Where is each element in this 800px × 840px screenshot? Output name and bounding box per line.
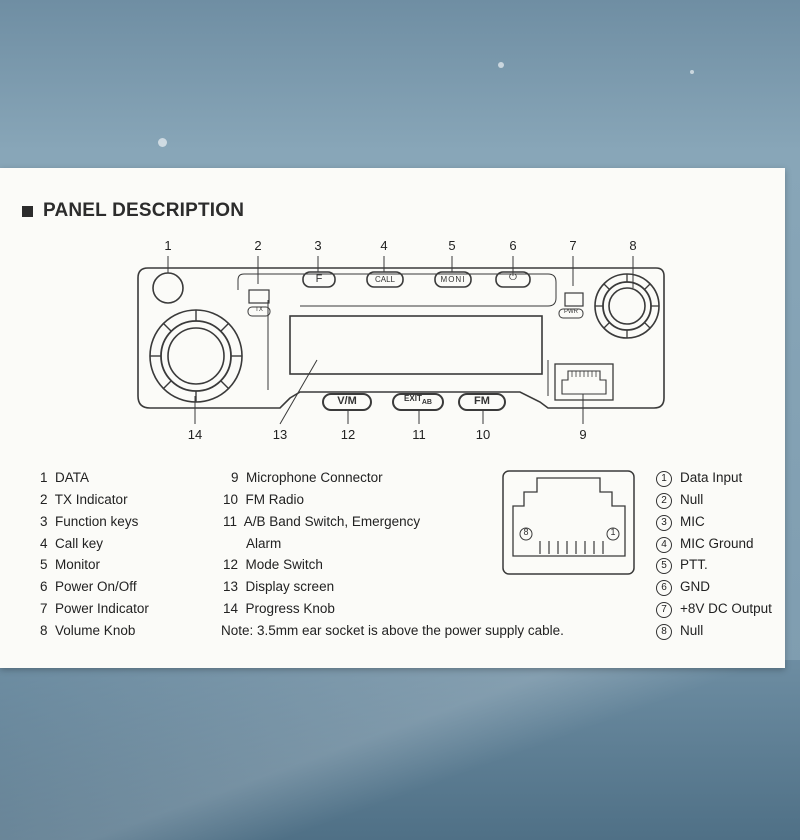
callout-3: 3 [314, 238, 322, 253]
callout-4: 4 [380, 238, 388, 253]
legend-item: 3 Function keys [40, 514, 139, 529]
callout-1: 1 [164, 238, 172, 253]
legend-item: 5 Monitor [40, 557, 101, 572]
legend-item: 4 Call key [40, 536, 104, 551]
background-sparkle [690, 70, 694, 74]
page-title: PANEL DESCRIPTION [22, 200, 244, 222]
legend-item: 6 Power On/Off [40, 579, 137, 594]
vm-button: V/M [337, 395, 357, 407]
callout-2: 2 [254, 238, 262, 253]
pin-8-marker: 8 [523, 527, 529, 537]
callout-6: 6 [509, 238, 517, 253]
moni-button: MONI [440, 275, 466, 284]
f-button: F [315, 273, 323, 285]
legend-item: 13 Display screen [223, 579, 335, 594]
callout-12: 12 [340, 427, 356, 442]
bullet-square-icon [22, 205, 33, 217]
legend-item: 9 Microphone Connector [231, 470, 383, 485]
tx-indicator-label: TX [255, 307, 263, 313]
page-title-text: PANEL DESCRIPTION [43, 200, 245, 221]
power-button: ⏻ [509, 272, 517, 283]
legend-item: 12 Mode Switch [223, 557, 323, 572]
exit-ab-button: EXITAB [393, 394, 443, 406]
legend-item: 1 DATA [40, 470, 90, 485]
legend-item-continued: Alarm [246, 536, 282, 551]
pin-legend-item: 7+8V DC Output [656, 601, 772, 618]
callout-5: 5 [448, 238, 456, 253]
fm-button: FM [474, 395, 490, 407]
legend-item: 14 Progress Knob [223, 601, 335, 616]
background-sparkle [498, 62, 504, 68]
callout-11: 11 [412, 427, 426, 442]
legend-item: 10 FM Radio [223, 492, 305, 507]
pwr-indicator-label: PWR [564, 309, 578, 315]
legend-item: 11 A/B Band Switch, Emergency [223, 514, 421, 529]
callout-10: 10 [475, 427, 491, 442]
legend-item: 8 Volume Knob [40, 623, 136, 638]
background-lower [0, 660, 800, 840]
callout-9: 9 [579, 427, 587, 442]
note-text: Note: 3.5mm ear socket is above the powe… [221, 623, 564, 638]
pin-1-marker: 1 [610, 527, 616, 537]
callout-13: 13 [272, 427, 288, 442]
callout-14: 14 [187, 427, 203, 442]
ab-label: AB [421, 399, 432, 406]
legend-item: 2 TX Indicator [40, 492, 128, 507]
manual-page [0, 168, 785, 668]
callout-7: 7 [569, 238, 577, 253]
legend-item: 7 Power Indicator [40, 601, 149, 616]
callout-8: 8 [629, 238, 637, 253]
exit-label: EXIT [404, 394, 422, 403]
call-button: CALL [374, 275, 395, 284]
background-sparkle [158, 138, 167, 147]
